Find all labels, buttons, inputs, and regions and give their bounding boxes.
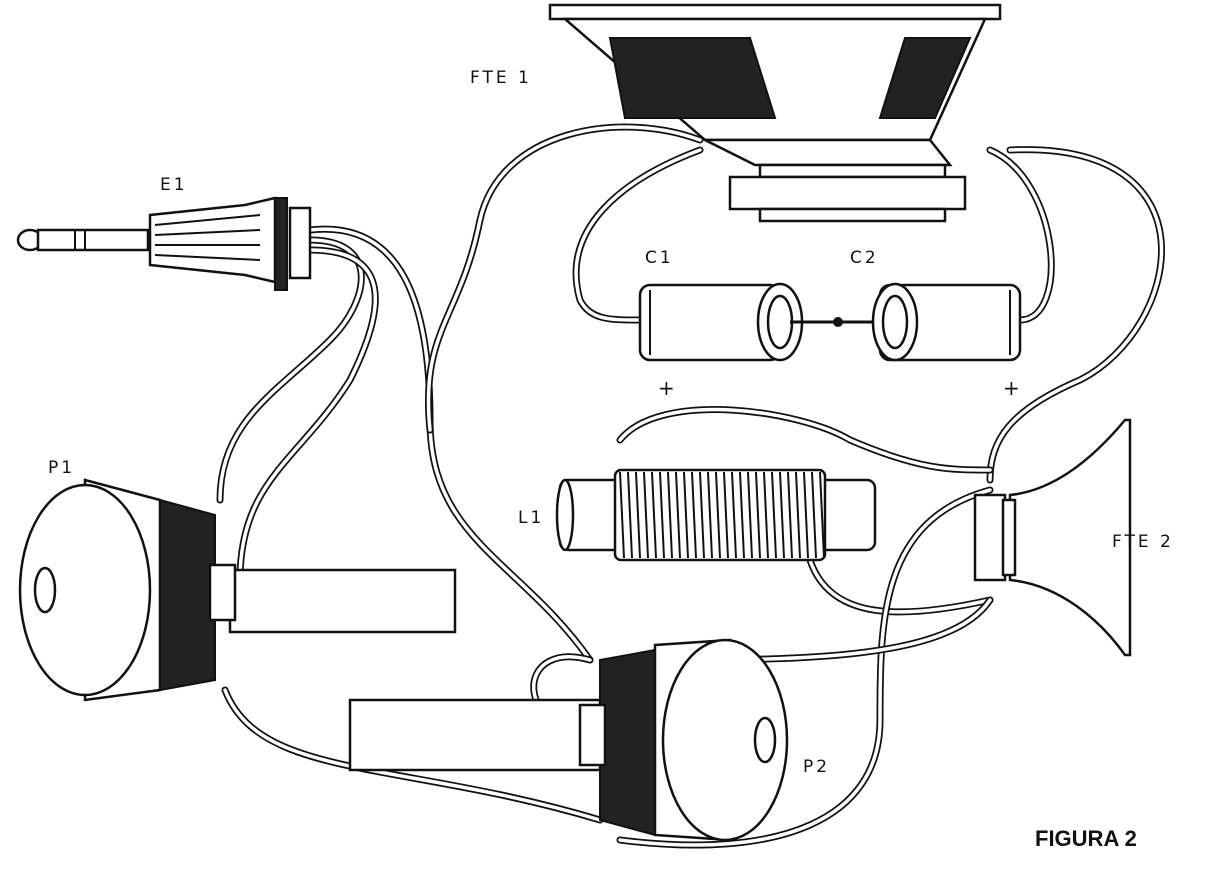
potentiometer-p1 [18,478,457,702]
cap2-polarity: + [1003,376,1023,400]
speaker-fte1 [548,3,1002,223]
speaker2-label: FTE 2 [1112,532,1174,552]
tweeter-fte2 [973,418,1132,657]
wires [216,123,1166,849]
potentiometer-p2 [348,638,789,842]
jack-plug-e1 [16,196,312,291]
capacitor-c2 [871,282,1022,362]
figure-caption: FIGURA 2 [1035,826,1137,851]
speaker1-label: FTE 1 [470,68,532,88]
jack-label: E1 [160,175,188,195]
cap1-label: C1 [645,248,674,268]
cap1-polarity: + [658,376,678,400]
pot2-label: P2 [803,757,831,777]
cap2-label: C2 [850,248,879,268]
inductor-l1 [555,468,877,562]
inductor-label: L1 [518,508,545,528]
pot1-label: P1 [48,458,76,478]
capacitor-c1 [638,282,804,362]
